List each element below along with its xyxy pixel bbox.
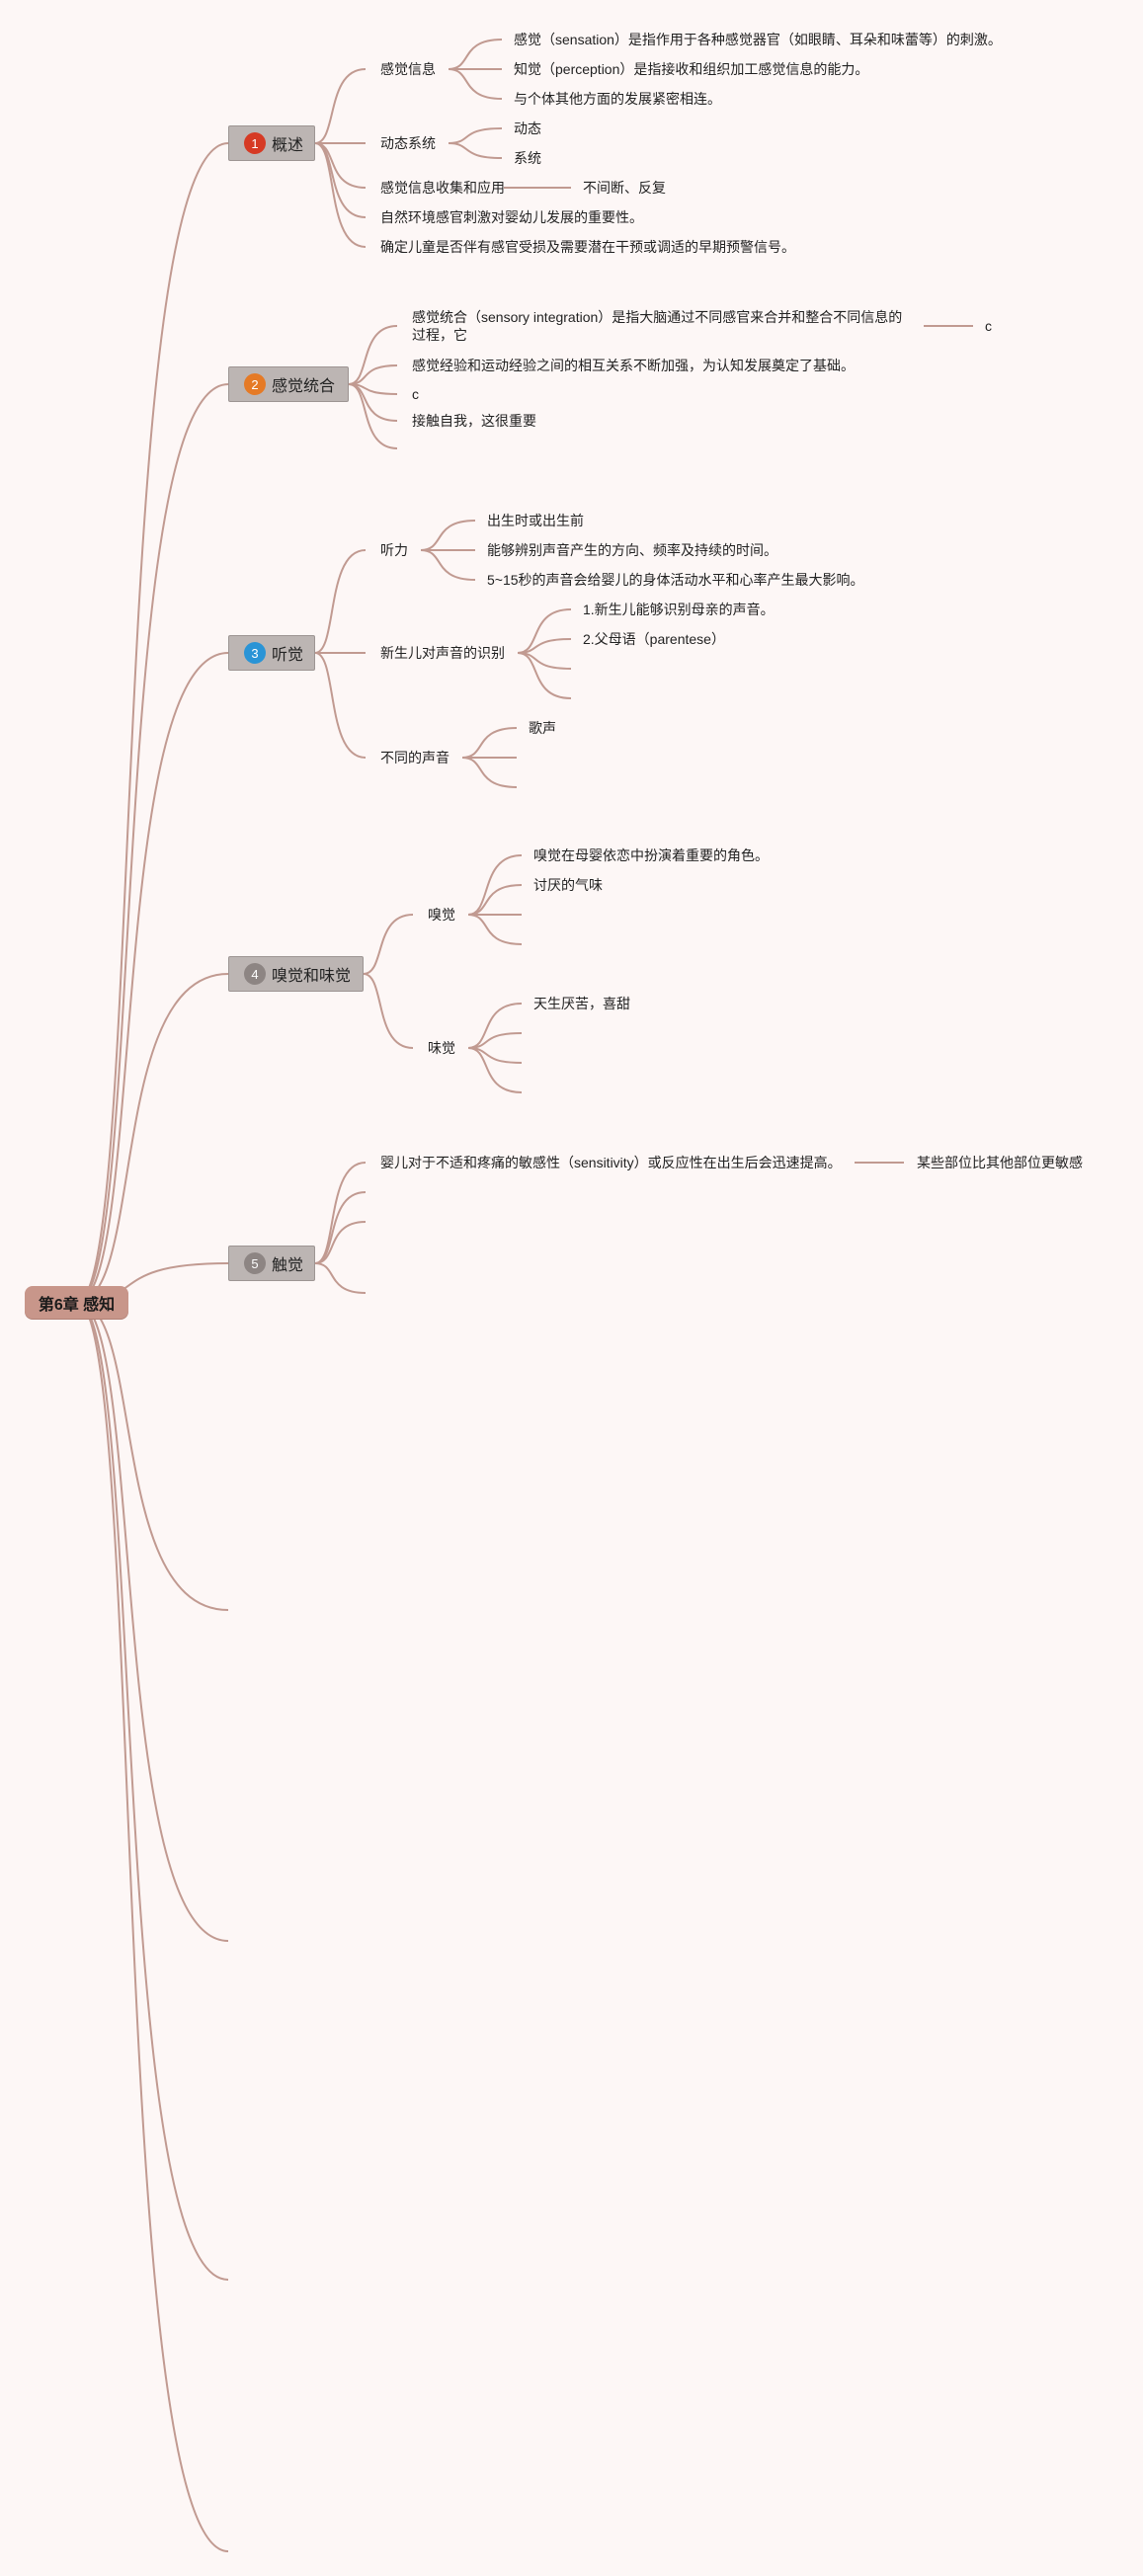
subtopic-label[interactable]: 感觉统合（sensory integration）是指大脑通过不同感官来合并和整… <box>412 309 903 343</box>
subtopic-label[interactable]: 感觉信息 <box>380 61 436 77</box>
leaf-label[interactable]: 与个体其他方面的发展紧密相连。 <box>514 91 721 107</box>
topic-label: 概述 <box>272 137 304 154</box>
connector-curve <box>467 854 523 916</box>
topic-label: 嗅觉和味觉 <box>272 968 352 985</box>
connector-curve <box>461 757 518 788</box>
connector-curve <box>448 68 503 100</box>
connector-curve <box>448 127 503 144</box>
subtopic-label[interactable]: 听力 <box>380 542 408 558</box>
topic-number-badge: 5 <box>244 1252 266 1274</box>
leaf-label[interactable]: 1.新生儿能够识别母亲的声音。 <box>583 602 775 617</box>
connector-curve <box>314 142 367 248</box>
connector-curve <box>461 727 518 759</box>
topic-number-badge: 1 <box>244 132 266 154</box>
connector-curve <box>517 652 572 699</box>
topic-label: 触觉 <box>272 1257 304 1274</box>
connector-curve <box>348 325 398 385</box>
leaf-label[interactable]: 动态 <box>514 121 541 136</box>
leaf-label[interactable]: 歌声 <box>529 720 556 736</box>
subtopic-label[interactable]: 新生儿对声音的识别 <box>380 645 505 661</box>
connector-curve <box>314 68 367 144</box>
connector-curve <box>314 1191 367 1264</box>
connector-curve <box>363 973 414 1049</box>
topic-node[interactable]: 3 听觉 <box>228 635 315 671</box>
topic-number-badge: 2 <box>244 373 266 395</box>
leaf-label[interactable]: 2.父母语（parentese） <box>583 631 725 647</box>
connector-curve <box>76 142 229 1303</box>
connector-curve <box>314 652 367 759</box>
leaf-label[interactable]: 天生厌苦，喜甜 <box>533 996 630 1011</box>
connector-curve <box>467 884 523 916</box>
subtopic-label[interactable]: 自然环境感官刺激对婴幼儿发展的重要性。 <box>380 209 643 225</box>
topic-node[interactable]: 2 感觉统合 <box>228 366 349 402</box>
topic-label: 听觉 <box>272 647 304 664</box>
leaf-label[interactable]: 系统 <box>514 150 541 166</box>
subtopic-label[interactable]: 不同的声音 <box>380 750 449 765</box>
leaf-label[interactable]: 出生时或出生前 <box>487 513 584 528</box>
topic-number-badge: 4 <box>244 963 266 985</box>
leaf-label[interactable]: 能够辨别声音产生的方向、频率及持续的时间。 <box>487 542 777 558</box>
connector-curve <box>467 1047 523 1093</box>
connector-curve <box>314 1162 367 1264</box>
connector-curve <box>76 1301 229 1942</box>
subtopic-label[interactable]: 味觉 <box>428 1040 455 1056</box>
topic-node[interactable]: 5 触觉 <box>228 1246 315 1281</box>
connector-curve <box>76 1301 229 2281</box>
connector-curve <box>467 1003 523 1049</box>
connector-curve <box>448 39 503 70</box>
connector-curve <box>420 549 476 581</box>
subtopic-label[interactable]: 感觉经验和运动经验之间的相互关系不断加强，为认知发展奠定了基础。 <box>412 358 855 373</box>
topic-number-badge: 3 <box>244 642 266 664</box>
leaf-label[interactable]: 5~15秒的声音会给婴儿的身体活动水平和心率产生最大影响。 <box>487 572 864 588</box>
connector-curve <box>448 142 503 159</box>
connector-curve <box>76 973 229 1303</box>
leaf-label[interactable]: 感觉（sensation）是指作用于各种感觉器官（如眼睛、耳朵和味蕾等）的刺激。 <box>514 32 1002 47</box>
connector-curve <box>348 383 398 422</box>
subtopic-label[interactable]: 嗅觉 <box>428 907 455 923</box>
topic-node[interactable]: 4 嗅觉和味觉 <box>228 956 364 992</box>
leaf-label[interactable]: c <box>985 318 992 334</box>
subtopic-label[interactable]: 接触自我，这很重要 <box>412 413 536 429</box>
subtopic-label[interactable]: 婴儿对于不适和疼痛的敏感性（sensitivity）或反应性在出生后会迅速提高。 <box>380 1155 842 1170</box>
leaf-label[interactable]: 不间断、反复 <box>583 180 666 196</box>
subtopic-label[interactable]: 动态系统 <box>380 135 436 151</box>
root-topic[interactable]: 第6章 感知 <box>25 1286 128 1319</box>
connector-curve <box>314 1262 367 1294</box>
connector-curve <box>314 142 367 218</box>
leaf-label[interactable]: 讨厌的气味 <box>533 877 603 893</box>
connector-curve <box>517 608 572 654</box>
leaf-label[interactable]: 知觉（perception）是指接收和组织加工感觉信息的能力。 <box>514 61 869 77</box>
subtopic-label[interactable]: 感觉信息收集和应用 <box>380 180 505 196</box>
connector-curve <box>76 383 229 1303</box>
topic-label: 感觉统合 <box>272 378 336 395</box>
topic-node[interactable]: 1 概述 <box>228 125 315 161</box>
connector-curve <box>76 1301 229 2552</box>
connector-curve <box>314 549 367 654</box>
subtopic-label[interactable]: 确定儿童是否伴有感官受损及需要潜在干预或调适的早期预警信号。 <box>380 239 795 255</box>
connector-curve <box>314 1221 367 1264</box>
connector-curve <box>467 914 523 945</box>
connector-curve <box>420 520 476 551</box>
connector-curve <box>76 652 229 1303</box>
connector-curve <box>348 383 398 449</box>
subtopic-label[interactable]: c <box>412 386 419 402</box>
leaf-label[interactable]: 某些部位比其他部位更敏感 <box>917 1155 1083 1170</box>
connector-curve <box>363 914 414 975</box>
leaf-label[interactable]: 嗅觉在母婴依恋中扮演着重要的角色。 <box>533 847 769 863</box>
